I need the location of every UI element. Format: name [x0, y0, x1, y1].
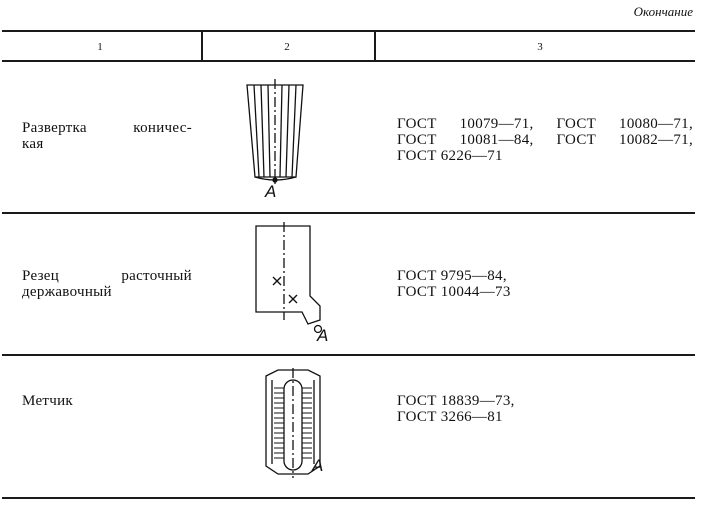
- header-divider-2: [374, 32, 376, 60]
- tap-figure: [265, 368, 321, 478]
- table-row: Резец расточный державочный А ГОСТ 9795—…: [0, 214, 705, 354]
- header-bottom-rule: [2, 60, 695, 62]
- conical-reamer-figure: [246, 79, 304, 185]
- standard-line: ГОСТ 18839—73,: [397, 393, 515, 409]
- row-separator-2: [2, 354, 695, 356]
- figure-label-a: А: [312, 456, 324, 475]
- column-header-1: 1: [97, 41, 103, 53]
- table-row: Развертка коничес- кая А ГОСТ 10079—71, …: [0, 62, 705, 212]
- figure-label-a: А: [265, 182, 277, 201]
- tool-name-line1: Резец расточный: [22, 268, 192, 284]
- standard-line: ГОСТ 10044—73: [397, 284, 511, 300]
- standard-line: ГОСТ 10079—71, ГОСТ 10080—71,: [397, 116, 693, 132]
- figure-label-a: А: [317, 326, 329, 345]
- column-header-2: 2: [284, 41, 290, 53]
- table-row: Метчик А ГОСТ 18839—73, ГО: [0, 356, 705, 496]
- column-header-3: 3: [537, 41, 543, 53]
- tool-name-line1: Метчик: [22, 393, 74, 409]
- standard-line: ГОСТ 9795—84,: [397, 268, 507, 284]
- tool-name-line2: кая: [22, 136, 44, 152]
- standard-line: ГОСТ 3266—81: [397, 409, 503, 425]
- continuation-caption: Окончание: [633, 4, 693, 19]
- boring-cutter-figure: [255, 222, 323, 334]
- row-separator-1: [2, 212, 695, 214]
- table-bottom-rule: [2, 497, 695, 499]
- tool-name-line2: державочный: [22, 284, 112, 300]
- standard-line: ГОСТ 6226—71: [397, 148, 503, 164]
- tool-name-line1: Развертка коничес-: [22, 120, 192, 136]
- standard-line: ГОСТ 10081—84, ГОСТ 10082—71,: [397, 132, 693, 148]
- header-divider-1: [201, 32, 203, 60]
- table-top-rule: [2, 30, 695, 32]
